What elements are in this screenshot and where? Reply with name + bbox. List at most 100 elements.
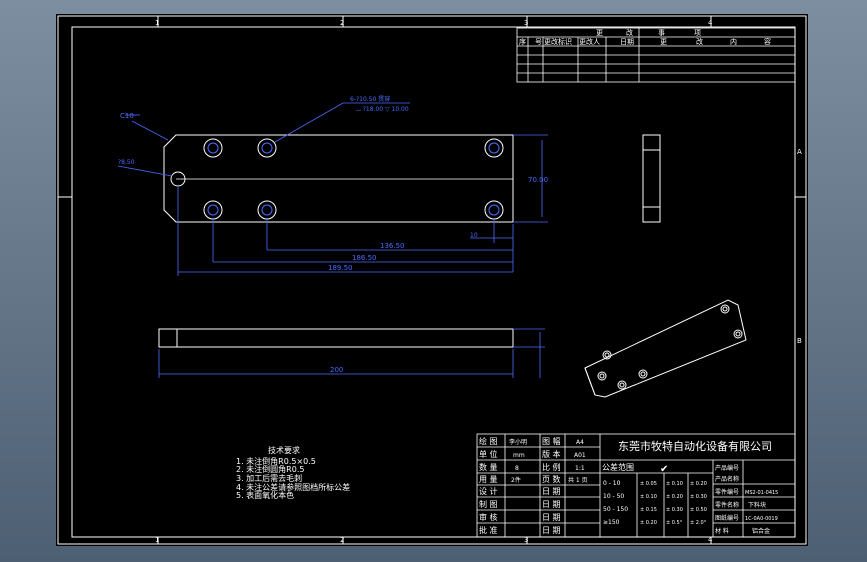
rev-col-c1: 更 (660, 38, 667, 46)
tech-note-3: 3. 加工后需去毛刺 (236, 473, 302, 483)
drawing-no-label: 图纸编号 (715, 514, 739, 522)
product-name-label: 产品名称 (715, 475, 739, 483)
part-name-value: 下料块 (748, 501, 766, 509)
zone-label-4-bottom: 4 (708, 536, 713, 544)
bottom-view[interactable] (158, 328, 545, 378)
tb-version-label: 版 本 (542, 449, 561, 459)
company-name: 东莞市牧特自动化设备有限公司 (618, 439, 772, 453)
tb-date-label-1: 日 期 (542, 487, 561, 496)
length-dim: 200 (330, 366, 343, 374)
material-label: 材 料 (715, 527, 729, 535)
tb-size-value: A4 (576, 439, 584, 446)
product-no-label: 产品编号 (715, 464, 739, 472)
drawing-sheet (56, 14, 808, 546)
tol-c-2: ± 0.30 (690, 494, 707, 500)
title-block (476, 433, 796, 538)
tol-c-4: ± 2.0° (690, 520, 707, 526)
zone-label-2-bottom: 2 (340, 536, 344, 544)
tb-date-label-4: 日 期 (542, 526, 561, 535)
tb-page-value: 共 1 页 (568, 476, 588, 484)
tb-drawing-value: 李小明 (509, 438, 527, 446)
zone-label-1-bottom: 1 (155, 536, 159, 544)
rev-col-no: 号 (535, 38, 542, 46)
tb-scale-label: 比 例 (542, 462, 561, 472)
tol-range-1: 0 - 10 (603, 480, 621, 487)
tol-range-2: 10 - 50 (603, 493, 624, 500)
tol-a-1: ± 0.05 (640, 481, 657, 487)
rev-top-1: 更 (596, 29, 603, 37)
hole-note-1: 6-?10.50 贯穿 (350, 95, 390, 103)
tech-note-5: 5. 表面氧化本色 (236, 490, 294, 500)
height-dim: 70.00 (528, 176, 548, 184)
rev-col-c3: 内 (730, 37, 737, 46)
chamfer-label: C10 (120, 112, 134, 120)
tb-page-label: 页 数 (542, 474, 561, 484)
tb-date-label-3: 日 期 (542, 513, 561, 522)
tb-design-label: 设 计 (479, 486, 498, 496)
rev-top-2: 改 (626, 28, 633, 37)
outer-border (57, 15, 807, 545)
zone-label-3: 3 (524, 19, 528, 27)
tol-a-3: ± 0.15 (640, 507, 657, 513)
tb-scale-value: 1:1 (575, 465, 585, 472)
dim-189: 189.50 (328, 264, 353, 272)
dimension-lines (117, 102, 548, 276)
zone-label-b: B (797, 337, 802, 345)
rev-col-c4: 容 (764, 37, 771, 46)
checkmark-icon: ✔ (660, 464, 668, 475)
zone-label-2: 2 (340, 19, 344, 27)
side-view[interactable] (642, 134, 661, 223)
revision-table (516, 27, 796, 83)
zone-label-a: A (797, 148, 802, 156)
dim-10: 10 (470, 232, 478, 239)
rev-col-mark: 更改标识 (544, 37, 572, 46)
tol-range-3: 50 - 150 (603, 506, 628, 513)
tb-unit-label: 单 位 (479, 449, 498, 459)
part-name-label: 零件名称 (715, 501, 739, 509)
counterbore-hole (203, 138, 223, 158)
tol-c-1: ± 0.20 (690, 481, 707, 487)
rev-top-4: 项 (694, 29, 701, 37)
zone-label-4: 4 (708, 19, 713, 27)
dim-186: 186.50 (352, 254, 377, 262)
tb-usage-value: 2件 (511, 476, 521, 484)
tolerance-title: 公差范围 (602, 462, 634, 472)
rev-col-date: 日期 (620, 38, 634, 46)
tb-version-value: A01 (574, 452, 586, 459)
dia-small-label: ?8.50 (118, 159, 135, 166)
material-value: 铝合金 (752, 527, 770, 535)
tol-b-2: ± 0.20 (666, 494, 683, 500)
isometric-view[interactable] (584, 299, 747, 398)
tb-review-label: 审 核 (479, 512, 498, 522)
tech-note-2: 2. 未注倒圆角R0.5 (236, 464, 304, 474)
front-view[interactable] (117, 102, 548, 276)
zone-label-3-bottom: 3 (524, 536, 528, 544)
tb-usage-label: 用 量 (479, 475, 498, 484)
tb-approve-label: 批 准 (479, 525, 498, 535)
part-no-label: 零件编号 (715, 488, 739, 496)
rev-col-person: 更改人 (579, 37, 600, 46)
tb-drawing-label: 绘 图 (479, 436, 498, 446)
inner-border (71, 26, 796, 538)
tol-a-2: ± 0.10 (640, 494, 657, 500)
tol-b-3: ± 0.30 (666, 507, 683, 513)
zone-markers (58, 16, 806, 544)
tol-b-1: ± 0.10 (666, 481, 683, 487)
tb-size-label: 图 幅 (542, 436, 561, 446)
tech-notes-title: 技术要求 (268, 445, 300, 455)
tol-b-4: ± 0.5° (666, 520, 683, 526)
tb-unit-value: mm (513, 452, 525, 459)
rev-top-3: 事 (658, 28, 665, 37)
tech-note-1: 1. 未注倒角R0.5×0.5 (236, 456, 316, 466)
rev-col-seq: 序 (519, 37, 526, 46)
tb-qty-label: 数 量 (479, 462, 498, 472)
tol-a-4: ± 0.20 (640, 520, 657, 526)
zone-label-1: 1 (155, 19, 159, 27)
counterbore-hole (484, 138, 504, 158)
tech-note-4: 4. 未注公差请参照图档所标公差 (236, 482, 350, 492)
counterbore-hole (257, 138, 277, 158)
rev-col-c2: 改 (696, 37, 703, 46)
tb-proof-label: 制 图 (479, 499, 498, 509)
